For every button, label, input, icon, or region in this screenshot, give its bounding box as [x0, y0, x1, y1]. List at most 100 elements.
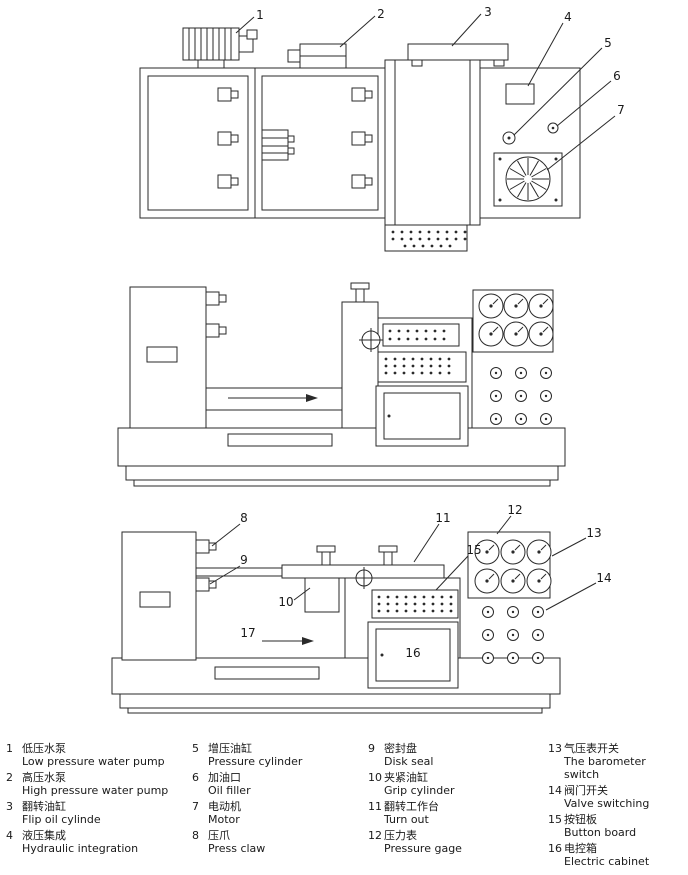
callout-label-13: 13 — [586, 526, 601, 540]
legend-item-name-en: Press claw — [208, 842, 266, 855]
legend-item-number: 3 — [6, 800, 13, 813]
oil-filler-port — [547, 122, 559, 134]
callout-label-9: 9 — [240, 553, 248, 567]
flow-arrow — [262, 637, 314, 645]
top-view-drawing: 1 2 3 4 5 6 7 — [139, 5, 625, 252]
grip-cylinder — [304, 577, 340, 613]
legend-item-name-zh: 翻转工作台 — [384, 800, 439, 813]
legend-item-name-zh: 翻转油缸 — [22, 800, 66, 813]
legend-item-number: 5 — [192, 742, 199, 755]
legend-item-name-zh: 压力表 — [384, 829, 417, 842]
callout-leaders — [209, 515, 597, 611]
legend-item-number: 15 — [548, 813, 562, 826]
legend-item-name-en: Pressure cylinder — [208, 755, 303, 768]
callout-label-10: 10 — [278, 595, 293, 609]
legend-item-name-en: The barometer switch — [564, 755, 646, 781]
crosshair-mark — [359, 328, 383, 352]
terminal-block — [261, 129, 295, 161]
hydraulic-integration-block — [505, 83, 535, 105]
pressure-gauge-panel — [472, 289, 554, 353]
legend-item-number: 4 — [6, 829, 13, 842]
button-board — [371, 589, 459, 619]
legend-item-name-en: Button board — [564, 826, 637, 839]
legend-item-name-zh: 液压集成 — [22, 829, 66, 842]
legend-item-number: 7 — [192, 800, 199, 813]
pressure-gauge-panel — [467, 531, 552, 599]
front-view-drawing — [117, 282, 566, 487]
vent-dot-panel — [384, 224, 468, 252]
legend-item-name-zh: 高压水泵 — [22, 771, 66, 784]
callout-label-12: 12 — [507, 503, 522, 517]
callout-label-3: 3 — [484, 5, 492, 19]
legend-item-name-en: Low pressure water pump — [22, 755, 165, 768]
legend-item-number: 6 — [192, 771, 199, 784]
legend-item-name-zh: 加油口 — [208, 771, 241, 784]
valve-knob-panel — [482, 606, 544, 664]
legend-item-name-zh: 密封盘 — [384, 742, 417, 755]
legend-item-name-zh: 气压表开关 — [564, 742, 619, 755]
legend-item-name-en: Pressure gage — [384, 842, 462, 855]
callout-label-11: 11 — [435, 511, 450, 525]
legend-item-name-en: Disk seal — [384, 755, 434, 768]
left-column — [121, 531, 217, 661]
legend-item-number: 2 — [6, 771, 13, 784]
legend-item-name-zh: 增压油缸 — [208, 742, 252, 755]
button-board — [377, 351, 467, 383]
legend-item-name-zh: 电控箱 — [564, 842, 597, 855]
crosshair-mark — [353, 567, 375, 589]
high-pressure-water-pump — [287, 43, 347, 69]
low-pressure-water-pump — [182, 27, 258, 68]
legend-item-number: 1 — [6, 742, 13, 755]
flip-oil-cylinder — [407, 43, 509, 67]
callout-label-16: 16 — [405, 646, 420, 660]
legend-item-name-zh: 夹紧油缸 — [384, 771, 428, 784]
callout-label-8: 8 — [240, 511, 248, 525]
callout-label-6: 6 — [613, 69, 621, 83]
callout-label-14: 14 — [596, 571, 611, 585]
electric-cabinet: 16 — [367, 621, 459, 689]
legend-item-name-en: Valve switching — [564, 797, 650, 810]
flow-arrow — [228, 394, 318, 402]
machine-bed-side — [111, 657, 561, 695]
legend-item-number: 13 — [548, 742, 562, 755]
valve-knob-panel — [490, 367, 552, 425]
callout-leaders — [235, 13, 616, 171]
legend-item-name-en: Grip cylinder — [384, 784, 455, 797]
electric-cabinet — [375, 385, 469, 447]
pressure-cylinder-port — [502, 131, 516, 145]
legend-item-number: 12 — [368, 829, 382, 842]
legend-item-number: 8 — [192, 829, 199, 842]
legend-item-number: 16 — [548, 842, 562, 855]
callout-label-15: 15 — [466, 543, 481, 557]
legend-item-name-en: Oil filler — [208, 784, 251, 797]
callout-label-7: 7 — [617, 103, 625, 117]
machine-diagram: 1 2 3 4 5 6 7 — [111, 5, 625, 714]
callout-label-17: 17 — [240, 626, 255, 640]
left-column — [129, 286, 227, 429]
callout-label-2: 2 — [377, 7, 385, 21]
legend-item-number: 14 — [548, 784, 562, 797]
legend-item-name-zh: 按钮板 — [564, 813, 597, 826]
callout-label-5: 5 — [604, 36, 612, 50]
callout-label-1: 1 — [256, 8, 264, 22]
side-view-drawing: 16 8 9 10 11 12 — [111, 503, 612, 714]
